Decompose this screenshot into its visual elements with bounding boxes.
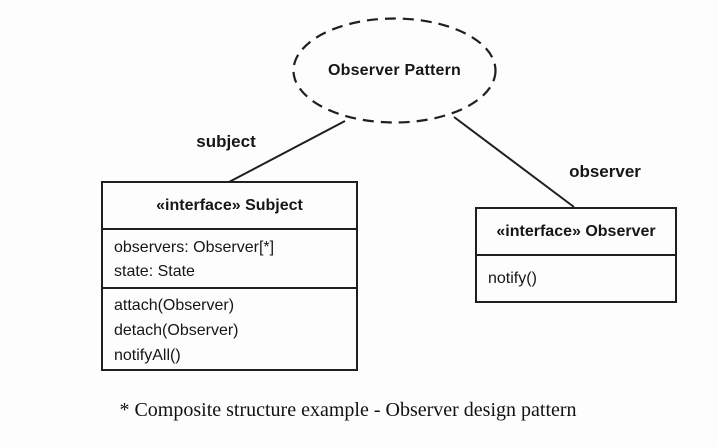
subject-class-title: «interface» Subject bbox=[103, 183, 356, 230]
subject-class-methods: attach(Observer) detach(Observer) notify… bbox=[103, 289, 356, 369]
diagram-caption: * Composite structure example - Observer… bbox=[119, 399, 577, 421]
edge-label-subject: subject bbox=[196, 132, 256, 151]
observer-connector-line bbox=[453, 116, 575, 208]
observer-class-methods: notify() bbox=[477, 256, 675, 301]
subject-attribute: state: State bbox=[114, 263, 195, 280]
subject-connector-line bbox=[228, 120, 346, 183]
subject-class-attributes: observers: Observer[*] state: State bbox=[103, 230, 356, 289]
edge-label-observer: observer bbox=[569, 162, 641, 181]
subject-method: notifyAll() bbox=[114, 347, 181, 364]
pattern-ellipse-label: Observer Pattern bbox=[327, 61, 462, 79]
observer-method: notify() bbox=[488, 269, 537, 287]
pattern-ellipse bbox=[292, 17, 497, 124]
subject-method: detach(Observer) bbox=[114, 322, 239, 339]
subject-class-box: «interface» Subject observers: Observer[… bbox=[101, 181, 358, 371]
subject-attribute: observers: Observer[*] bbox=[114, 239, 275, 256]
subject-method: attach(Observer) bbox=[114, 297, 235, 314]
observer-class-title: «interface» Observer bbox=[477, 209, 675, 256]
observer-class-box: «interface» Observer notify() bbox=[475, 207, 677, 303]
